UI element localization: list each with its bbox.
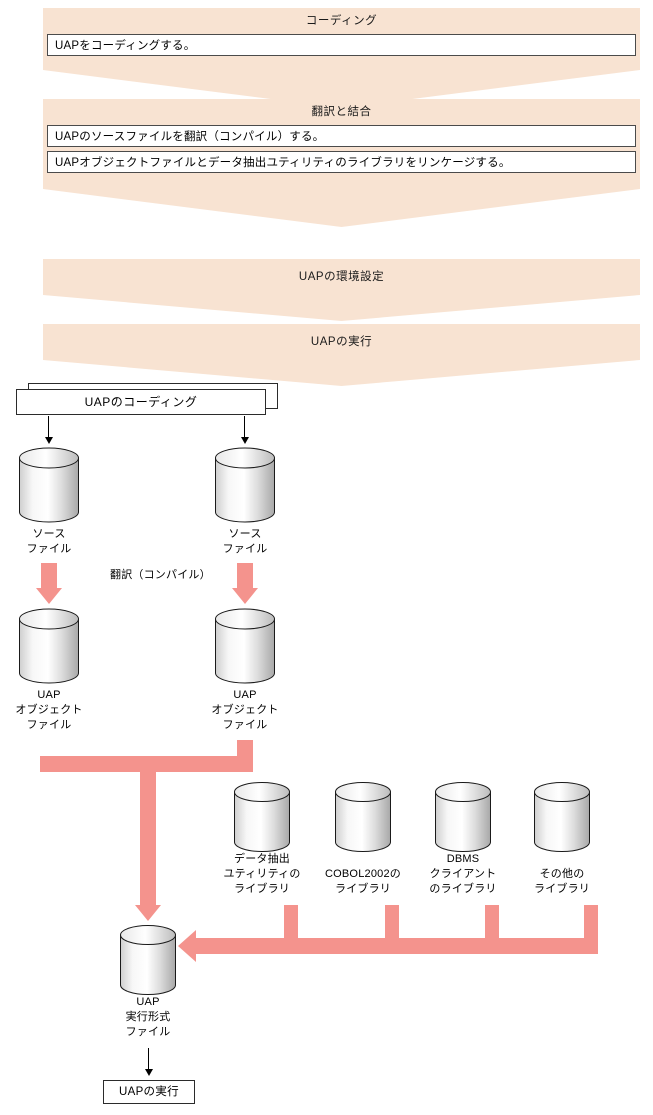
label-line: データ抽出: [234, 853, 290, 865]
cylinder-library-2: [334, 782, 392, 852]
label-line: DBMS: [446, 853, 480, 865]
run-uap-box: UAPの実行: [103, 1080, 195, 1104]
cylinder-object-file-1: [18, 608, 80, 684]
label-line: ライブラリ: [534, 883, 590, 895]
label-line: ファイル: [26, 719, 72, 731]
cylinder-library-2-label: COBOL2002の ライブラリ: [308, 867, 418, 897]
phase-banner-compile-link: 翻訳と結合 UAPのソースファイルを翻訳（コンパイル）する。 UAPオブジェクト…: [43, 99, 640, 189]
phase-title-coding: コーディング: [305, 15, 378, 27]
pink-lib-collector-bar: [196, 938, 598, 954]
cylinder-library-1: [233, 782, 291, 852]
cylinder-library-4: [533, 782, 591, 852]
compile-label: 翻訳（コンパイル）: [110, 569, 211, 581]
cylinder-library-3: [434, 782, 492, 852]
pink-link-riser-left: [140, 756, 156, 905]
cylinder-source-file-2: [214, 447, 276, 523]
pink-link-arrowhead: [135, 905, 161, 921]
label-line: UAP: [136, 996, 160, 1008]
label-line: ソース: [228, 528, 262, 540]
phase-title-execution: UAPの実行: [310, 336, 373, 348]
pink-arrow-compile-1-head: [36, 588, 62, 604]
cylinder-source-file-1: [18, 447, 80, 523]
phase-row-coding-0: UAPをコーディングする。: [47, 34, 636, 56]
phase-banner-environment: UAPの環境設定: [43, 259, 640, 295]
cylinder-uap-executable: [119, 925, 177, 995]
cylinder-library-4-label: その他の ライブラリ: [507, 867, 617, 897]
phase-banner-execution: UAPの実行: [43, 324, 640, 360]
phase-title-compile-link: 翻訳と結合: [311, 106, 372, 118]
cylinder-object-file-2: [214, 608, 276, 684]
label-line: ファイル: [222, 719, 268, 731]
label-line: その他の: [539, 868, 585, 880]
cylinder-library-1-label: データ抽出 ユティリティの ライブラリ: [207, 852, 317, 897]
cylinder-library-3-label: DBMS クライアント のライブラリ: [408, 852, 518, 897]
label-line: ファイル: [222, 543, 268, 555]
cylinder-object-file-2-label: UAP オブジェクト ファイル: [190, 688, 300, 733]
phase-tail-environment: [43, 295, 640, 321]
coding-doc-box-front: UAPのコーディング: [16, 389, 266, 415]
label-line: ファイル: [26, 543, 72, 555]
cylinder-object-file-1-label: UAP オブジェクト ファイル: [0, 688, 104, 733]
label-line: 実行形式: [125, 1011, 171, 1023]
pink-arrow-compile-2-head: [232, 588, 258, 604]
label-line: ファイル: [125, 1026, 171, 1038]
label-line: COBOL2002の: [325, 868, 401, 880]
cylinder-source-file-2-label: ソース ファイル: [190, 527, 300, 557]
label-line: UAP: [233, 689, 257, 701]
label-line: クライアント: [429, 868, 497, 880]
pink-arrow-compile-1-stem: [41, 563, 57, 588]
cylinder-source-file-1-label: ソース ファイル: [0, 527, 104, 557]
phase-title-environment: UAPの環境設定: [298, 271, 385, 283]
phase-banner-coding: コーディング UAPをコーディングする。: [43, 8, 640, 70]
coding-doc-box: UAPのコーディング: [16, 383, 280, 417]
label-line: ライブラリ: [335, 883, 391, 895]
label-line: ライブラリ: [234, 883, 290, 895]
phase-row-compile-link-0: UAPのソースファイルを翻訳（コンパイル）する。: [47, 125, 636, 147]
label-line: オブジェクト: [211, 704, 279, 716]
cylinder-uap-executable-label: UAP 実行形式 ファイル: [93, 995, 203, 1040]
label-line: オブジェクト: [15, 704, 83, 716]
label-line: UAP: [37, 689, 61, 701]
pink-lib-arrowhead: [178, 930, 196, 962]
pink-arrow-compile-2-stem: [237, 563, 253, 588]
label-line: ユティリティの: [223, 868, 301, 880]
label-line: ソース: [32, 528, 66, 540]
phase-row-compile-link-1: UAPオブジェクトファイルとデータ抽出ユティリティのライブラリをリンケージする。: [47, 151, 636, 173]
label-line: のライブラリ: [429, 883, 497, 895]
phase-tail-compile-link: [43, 189, 640, 227]
